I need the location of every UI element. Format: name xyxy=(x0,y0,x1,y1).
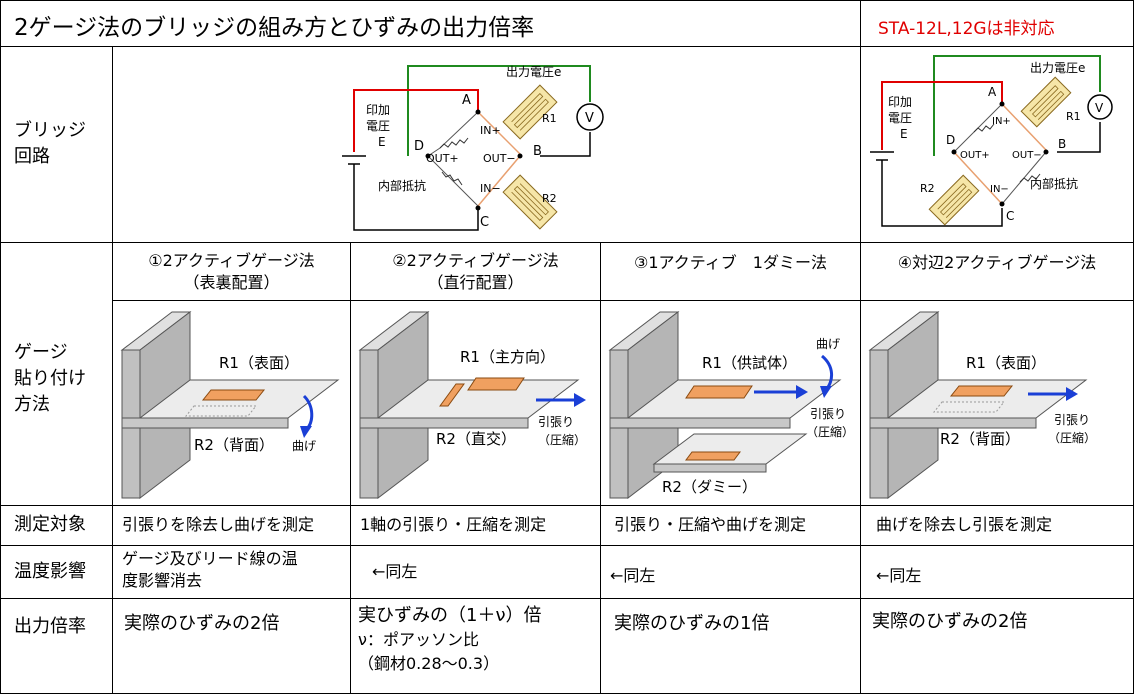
method4-output: 実際のひずみの2倍 xyxy=(872,611,1028,632)
row-label-output: 出力倍率 xyxy=(14,616,86,637)
method1-header-line2: （表裏配置） xyxy=(183,273,280,292)
method3-force-line1: 引張り xyxy=(810,407,846,421)
method2-header: ②2アクティブゲージ法 （直行配置） xyxy=(351,250,600,294)
output-voltage-label-2: 出力電圧e xyxy=(1030,61,1085,75)
out-plus-label: OUT+ xyxy=(426,152,459,165)
method1-temp: ゲージ及びリード線の温 度影響消去 xyxy=(122,548,298,592)
internal-resistance-label: 内部抵抗 xyxy=(378,178,426,193)
method2-force-line2: （圧縮） xyxy=(538,432,586,447)
out-minus-label-2: OUT− xyxy=(1012,150,1042,161)
bridge-circuit-1: V A B C D IN+ IN− OUT+ OUT− R1 R2 出力電圧e … xyxy=(342,65,604,231)
unsupported-note: STA-12L,12Gは非対応 xyxy=(878,19,1055,39)
applied-voltage-2-line1: 印加 xyxy=(888,95,912,109)
method4-target: 曲げを除去し引張を測定 xyxy=(876,515,1053,534)
method3-force-bend: 曲げ xyxy=(816,337,840,351)
method3-force-line2: （圧縮） xyxy=(806,424,854,439)
r1-label: R1 xyxy=(542,112,557,125)
in-minus-label-2: IN− xyxy=(990,184,1009,195)
applied-voltage-line1: 印加 xyxy=(366,103,390,117)
method3-target: 引張り・圧縮や曲げを測定 xyxy=(614,515,807,534)
row-label-target: 測定対象 xyxy=(14,514,86,535)
method1-output: 実際のひずみの2倍 xyxy=(124,613,280,634)
method4-force-line2: （圧縮） xyxy=(1048,430,1096,445)
r1-label-2: R1 xyxy=(1066,110,1081,123)
method2-header-line1: ②2アクティブゲージ法 xyxy=(392,251,559,270)
node-c: C xyxy=(480,215,489,230)
page-title: 2ゲージ法のブリッジの組み方とひずみの出力倍率 xyxy=(14,15,535,41)
in-plus-label: IN+ xyxy=(480,124,501,137)
node-d: D xyxy=(414,139,424,154)
in-minus-label: IN− xyxy=(480,182,501,195)
method3-temp: ←同左 xyxy=(610,566,656,585)
method2-temp: ←同左 xyxy=(372,562,418,581)
method2-target: 1軸の引張り・圧縮を測定 xyxy=(360,515,547,534)
method2-gauge-bottom: R2（直交） xyxy=(436,430,516,448)
applied-voltage-2-line2: 電圧 xyxy=(888,111,912,125)
method2-output-line3: （鋼材0.28～0.3） xyxy=(358,654,500,673)
node-d-2: D xyxy=(946,133,955,147)
method4-gauge-bottom: R2（背面） xyxy=(940,430,1020,448)
node-a: A xyxy=(462,93,471,108)
row-label-bridge-line1: ブリッジ xyxy=(14,120,86,141)
row-label-mounting: ゲージ 貼り付け 方法 xyxy=(14,340,86,418)
applied-voltage-line3: E xyxy=(378,135,386,149)
row-label-mounting-line3: 方法 xyxy=(14,394,50,415)
row-label-bridge: ブリッジ 回路 xyxy=(14,118,86,170)
r2-label-2: R2 xyxy=(920,182,935,195)
row-label-bridge-line2: 回路 xyxy=(14,146,50,167)
out-minus-label: OUT− xyxy=(483,152,516,165)
method4-illustration: R1（表面） R2（背面） 引張り （圧縮） xyxy=(868,310,1096,500)
r2-label: R2 xyxy=(542,192,557,205)
method2-output-line1: 実ひずみの（1＋ν）倍 xyxy=(358,605,542,626)
voltmeter-label: V xyxy=(585,111,594,126)
method1-illustration: R1（表面） R2（背面） 曲げ xyxy=(120,310,340,500)
method1-target: 引張りを除去し曲げを測定 xyxy=(122,515,315,534)
node-c-2: C xyxy=(1006,209,1014,223)
method3-illustration: R1（供試体） R2（ダミー） 曲げ 引張り （圧縮） xyxy=(608,310,854,500)
internal-resistance-label-2: 内部抵抗 xyxy=(1030,176,1078,191)
node-b-2: B xyxy=(1058,137,1066,151)
method3-header: ③1アクティブ 1ダミー法 xyxy=(634,253,827,272)
method3-output: 実際のひずみの1倍 xyxy=(614,613,770,634)
method3-gauge-bottom: R2（ダミー） xyxy=(662,478,757,496)
method2-output-line2: ν：ポアッソン比 xyxy=(358,630,479,649)
method4-force-line1: 引張り xyxy=(1054,413,1090,427)
method4-temp: ←同左 xyxy=(876,566,922,585)
row-label-temperature: 温度影響 xyxy=(14,561,86,582)
out-plus-label-2: OUT+ xyxy=(960,150,990,161)
method1-header-line1: ①2アクティブゲージ法 xyxy=(148,251,315,270)
method1-temp-line2: 度影響消去 xyxy=(122,571,203,590)
method4-gauge-top: R1（表面） xyxy=(966,354,1046,372)
method4-header: ④対辺2アクティブゲージ法 xyxy=(897,253,1097,272)
node-a-2: A xyxy=(988,85,997,99)
row-label-mounting-line1: ゲージ xyxy=(14,342,68,363)
applied-voltage-line2: 電圧 xyxy=(366,119,390,133)
method1-header: ①2アクティブゲージ法 （表裏配置） xyxy=(113,250,350,294)
method1-gauge-top: R1（表面） xyxy=(219,354,299,372)
method2-illustration: R1（主方向） R2（直交） 引張り （圧縮） xyxy=(358,310,586,500)
method2-force-line1: 引張り xyxy=(538,415,574,429)
bridge-circuit-2: V A B C D IN+ IN− OUT+ OUT− R1 R2 出力電圧e … xyxy=(870,55,1113,227)
method2-gauge-top: R1（主方向） xyxy=(460,348,555,366)
applied-voltage-2-line3: E xyxy=(900,127,908,141)
method1-temp-line1: ゲージ及びリード線の温 xyxy=(122,549,298,568)
row-label-mounting-line2: 貼り付け xyxy=(14,368,86,389)
method2-header-line2: （直行配置） xyxy=(427,273,524,292)
in-plus-label-2: IN+ xyxy=(992,116,1011,127)
method1-force: 曲げ xyxy=(292,439,316,453)
output-voltage-label: 出力電圧e xyxy=(506,65,561,79)
node-b: B xyxy=(533,144,542,159)
method2-output: 実ひずみの（1＋ν）倍 ν：ポアッソン比 （鋼材0.28～0.3） xyxy=(358,604,542,676)
voltmeter-label-2: V xyxy=(1095,101,1104,115)
method3-gauge-top: R1（供試体） xyxy=(702,354,797,372)
method1-gauge-bottom: R2（背面） xyxy=(194,436,274,454)
